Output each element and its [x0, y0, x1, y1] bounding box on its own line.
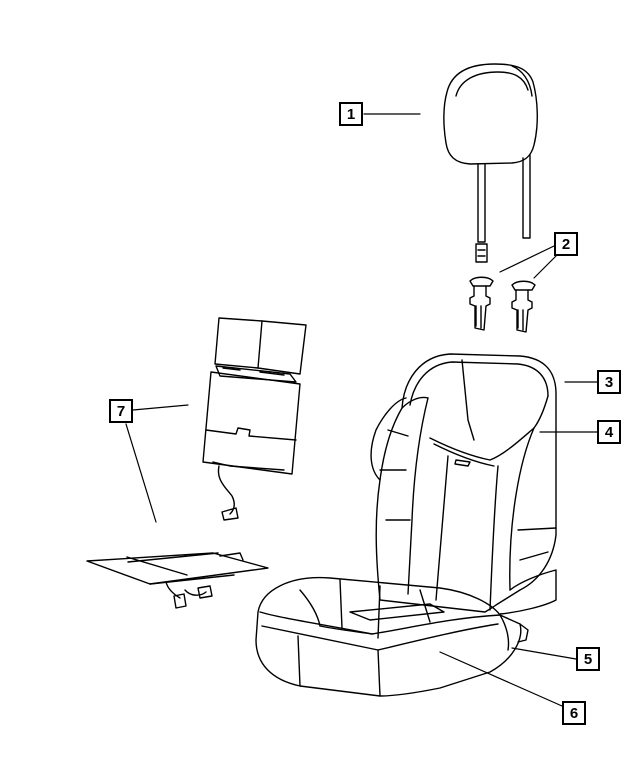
- callout-4-label: 4: [604, 423, 614, 441]
- seat-heater-part: [86, 317, 307, 609]
- leader-lines: [125, 113, 598, 707]
- seatback-part: [370, 353, 557, 615]
- leader-line-7: [125, 404, 189, 523]
- headrest-part: [443, 63, 538, 263]
- callout-3-label: 3: [604, 373, 614, 391]
- leader-line-5: [511, 647, 577, 660]
- callout-2: 2: [554, 232, 578, 256]
- callout-1: 1: [339, 102, 363, 126]
- callout-7: 7: [109, 399, 133, 423]
- callout-6-label: 6: [569, 704, 579, 722]
- callout-3: 3: [597, 370, 621, 394]
- leader-line-2: [499, 245, 557, 279]
- seat-cushion-part: [255, 576, 529, 697]
- leader-line-6: [439, 651, 563, 707]
- headrest-guide-part: [469, 276, 536, 333]
- callout-4: 4: [597, 420, 621, 444]
- callout-2-label: 2: [561, 235, 571, 253]
- callout-6: 6: [562, 701, 586, 725]
- callout-5-label: 5: [583, 650, 593, 668]
- callout-1-label: 1: [346, 105, 356, 123]
- callout-5: 5: [576, 647, 600, 671]
- callout-7-label: 7: [116, 402, 126, 420]
